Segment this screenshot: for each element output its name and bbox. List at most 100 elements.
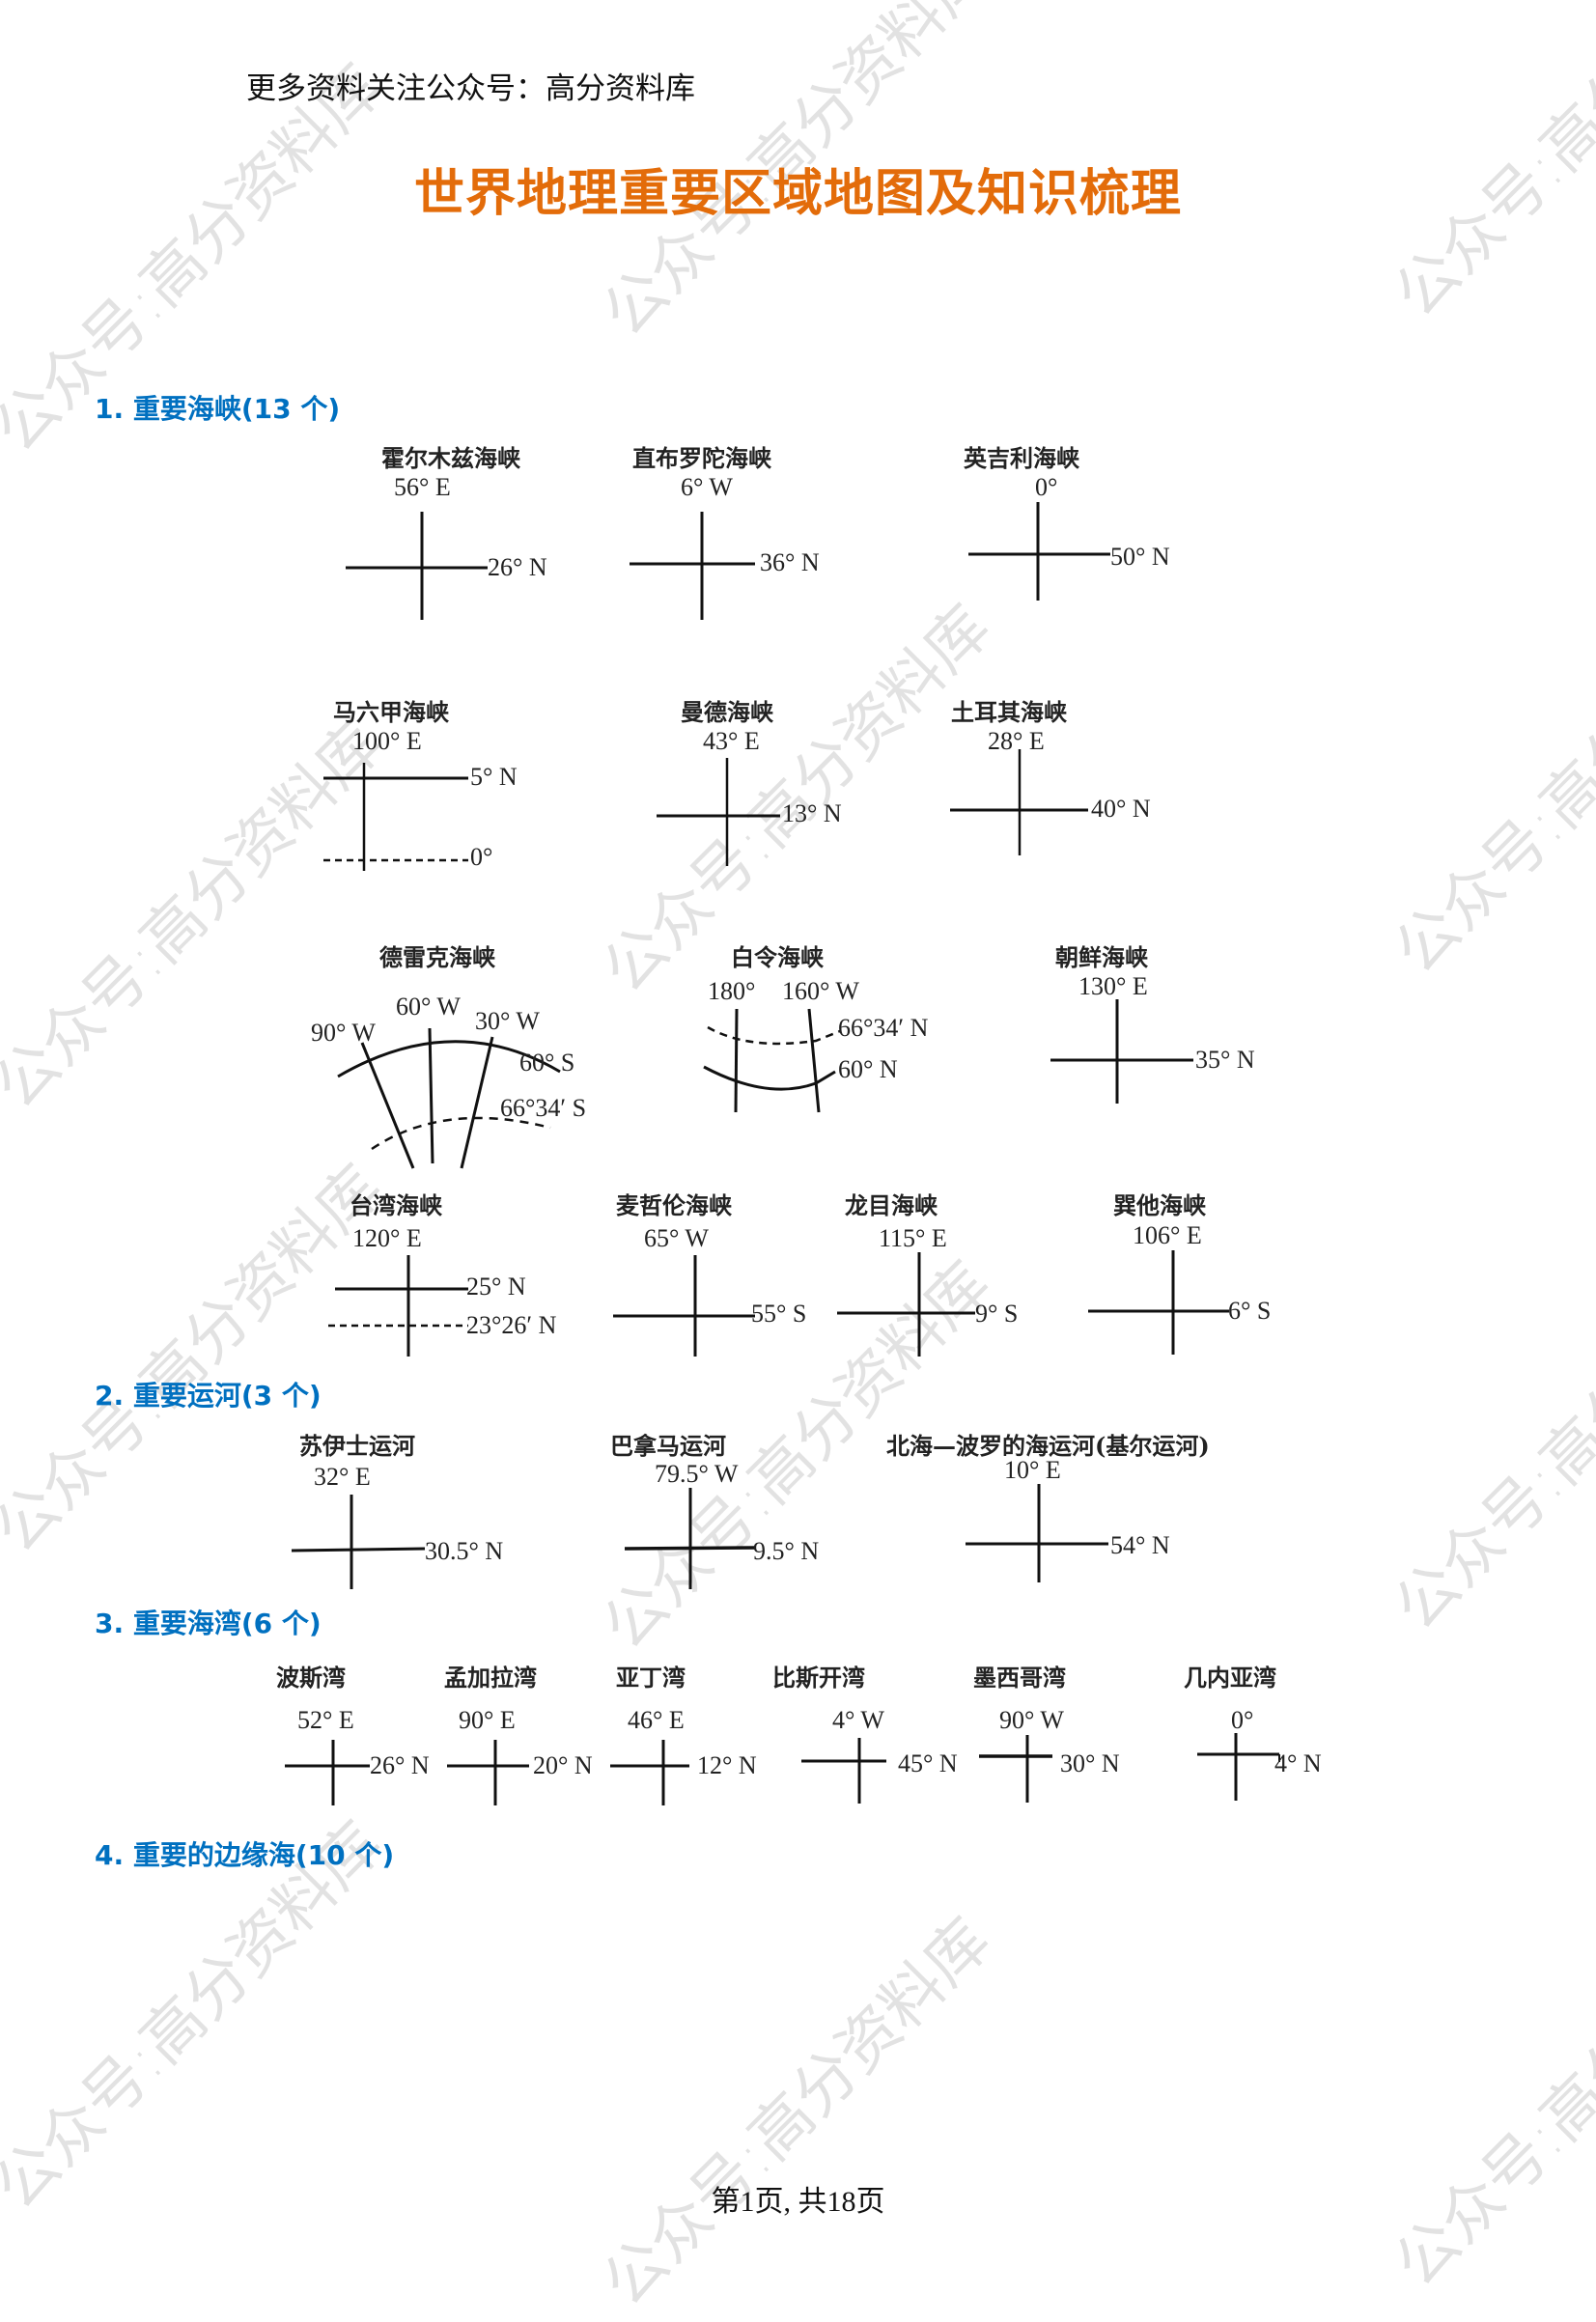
graticule-lines [1197,1733,1280,1801]
graticule-lines [966,1484,1108,1582]
longitude-label: 79.5° W [655,1460,739,1488]
latitude-label: 12° N [697,1751,757,1779]
latitude-label: 5° N [470,763,518,791]
graticule-lines [979,1735,1052,1803]
section-heading-marginal-seas: 4. 重要的边缘海(10 个) [95,1839,395,1871]
graticule-lines [703,1008,841,1113]
longitude-label: 60° W [396,993,461,1021]
diagram-name: 巴拿马运河 [610,1432,726,1460]
diagram-name: 台湾海峡 [350,1191,442,1219]
promo-text: 更多资料关注公众号：高分资料库 [246,71,695,106]
diagram-name: 苏伊士运河 [299,1432,415,1460]
longitude-label: 6° W [681,473,733,501]
longitude-label: 65° W [644,1224,709,1252]
diagram-name: 墨西哥湾 [973,1664,1066,1692]
longitude-label: 180° [708,977,756,1005]
longitude-label-left: 90° W [311,1019,376,1047]
latitude-label: 40° N [1091,795,1151,823]
latitude-label: 4° N [1274,1749,1322,1777]
longitude-label: 10° E [1004,1456,1061,1484]
latitude-label: 30.5° N [425,1537,504,1565]
longitude-label: 90° W [999,1706,1064,1734]
longitude-label-right: 160° W [782,977,859,1005]
graticule-lines [447,1740,529,1805]
longitude-label: 0° [1231,1706,1254,1734]
diagram-name: 亚丁湾 [616,1664,686,1692]
graticule-lines [950,749,1088,855]
graticule-lines [610,1740,689,1805]
latitude-label: 35° N [1195,1046,1255,1074]
longitude-label: 4° W [832,1706,884,1734]
diagram-name: 几内亚湾 [1184,1664,1276,1692]
graticule-lines [337,1027,561,1169]
latitude-label: 54° N [1110,1531,1170,1559]
graticule-lines [630,512,755,620]
latitude-label: 20° N [533,1751,593,1779]
graticule-lines [1050,999,1193,1104]
diagram-name: 北海—波罗的海运河(基尔运河) [886,1432,1210,1460]
graticule-lines [801,1738,886,1804]
diagram-name: 土耳其海峡 [951,698,1067,726]
watermark: 公众号:高分资料库 [589,1905,1005,2320]
latitude-label: 36° N [760,548,820,576]
latitude-label: 60° S [519,1049,575,1077]
diagram-name: 白令海峡 [731,943,824,971]
longitude-label: 106° E [1133,1221,1202,1249]
diagram-name: 孟加拉湾 [444,1664,537,1692]
graticule-lines [323,763,468,871]
longitude-label-right: 30° W [475,1007,540,1035]
longitude-label: 90° E [459,1706,516,1734]
graticule-lines [291,1495,426,1589]
longitude-label: 115° E [879,1224,947,1252]
graticule-lines [346,512,488,620]
graticule-lines [1088,1250,1229,1355]
watermark: 公众号:高分资料库 [1381,1229,1596,1644]
diagram-name: 马六甲海峡 [333,698,449,726]
graticule-lines [837,1252,975,1357]
latitude-label-tropic: 23°26′ N [466,1311,557,1339]
diagram-name: 波斯湾 [276,1664,346,1692]
page-number: 第1页, 共18页 [711,2186,885,2218]
latitude-label: 26° N [370,1751,430,1779]
graticule-lines [285,1740,370,1805]
graticule-lines [624,1488,756,1589]
diagram-name: 比斯开湾 [772,1664,865,1692]
latitude-label: 6° S [1228,1297,1272,1325]
page-title: 世界地理重要区域地图及知识梳理 [413,165,1182,223]
graticule-lines [657,758,780,866]
diagram-name: 龙目海峡 [845,1191,938,1219]
section-heading-gulfs: 3. 重要海湾(6 个) [95,1608,322,1639]
watermark: 公众号:高分资料库 [1381,1886,1596,2301]
latitude-label: 26° N [488,553,547,581]
latitude-label: 50° N [1110,543,1170,571]
diagram-name: 巽他海峡 [1113,1191,1206,1219]
latitude-label: 45° N [898,1749,958,1777]
longitude-label: 43° E [703,727,760,755]
graticule-lines [968,502,1110,601]
latitude-label: 55° S [751,1300,807,1328]
longitude-label: 100° E [352,727,422,755]
graticule-lines [613,1255,755,1357]
latitude-label: 9.5° N [753,1537,820,1565]
longitude-label: 0° [1035,473,1058,501]
diagram-name: 朝鲜海峡 [1055,943,1148,971]
longitude-label: 32° E [314,1463,371,1491]
longitude-label: 130° E [1078,972,1148,1000]
diagram-name: 曼德海峡 [681,698,773,726]
latitude-label: 13° N [782,799,842,827]
graticule-lines [328,1255,468,1357]
diagram-name: 霍尔木兹海峡 [381,444,520,472]
diagram-name: 麦哲伦海峡 [616,1191,732,1219]
longitude-label: 46° E [628,1706,685,1734]
diagram-name: 英吉利海峡 [964,444,1079,472]
diagram-name: 德雷克海峡 [379,943,495,971]
diagram-name: 直布罗陀海峡 [632,444,771,472]
latitude-label: 9° S [975,1300,1019,1328]
latitude-label-arctic: 66°34′ S [500,1094,587,1122]
longitude-label: 52° E [297,1706,354,1734]
section-heading-straits: 1. 重要海峡(13 个) [95,393,341,425]
latitude-label: 60° N [838,1055,898,1083]
longitude-label: 28° E [988,727,1045,755]
longitude-label: 120° E [352,1224,422,1252]
latitude-label: 30° N [1060,1749,1120,1777]
